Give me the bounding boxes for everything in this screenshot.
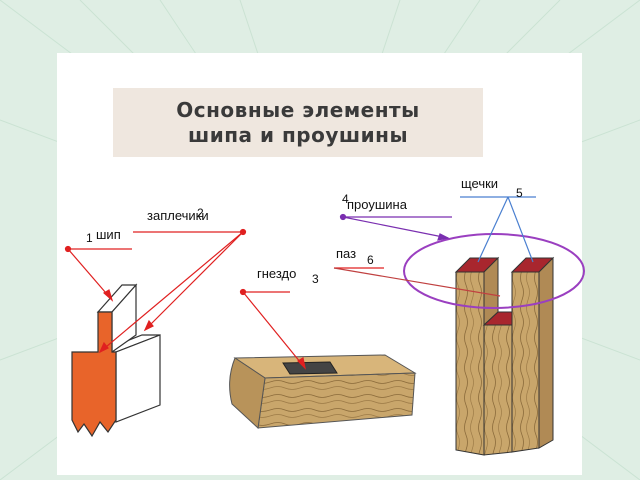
number-6: 6	[367, 253, 374, 267]
number-3: 3	[312, 272, 319, 286]
highlight-ellipse	[403, 233, 585, 309]
label-proushina: проушина	[347, 197, 407, 212]
title-line-2: шипа и проушины	[187, 122, 409, 147]
label-zaplechiki: заплечики	[147, 208, 209, 223]
mortise-hole	[282, 361, 338, 375]
tenon-end-face	[71, 311, 117, 438]
mortise-board	[229, 354, 417, 430]
title-box: Основные элементы шипа и проушины	[113, 88, 483, 157]
label-gnezdo: гнездо	[257, 266, 297, 281]
label-ship: шип	[96, 227, 121, 242]
title-line-1: Основные элементы	[176, 97, 420, 122]
purple-pointer	[339, 213, 452, 241]
number-5: 5	[516, 186, 523, 200]
number-2: 2	[197, 206, 204, 220]
red-pointers	[64, 228, 501, 370]
blue-pointers	[460, 196, 536, 263]
number-4: 4	[342, 192, 349, 206]
slot-piece	[454, 256, 555, 456]
label-shchechki: щечки	[461, 176, 499, 191]
tenon-piece	[71, 283, 161, 438]
number-1: 1	[86, 231, 93, 245]
label-paz: паз	[336, 246, 357, 261]
